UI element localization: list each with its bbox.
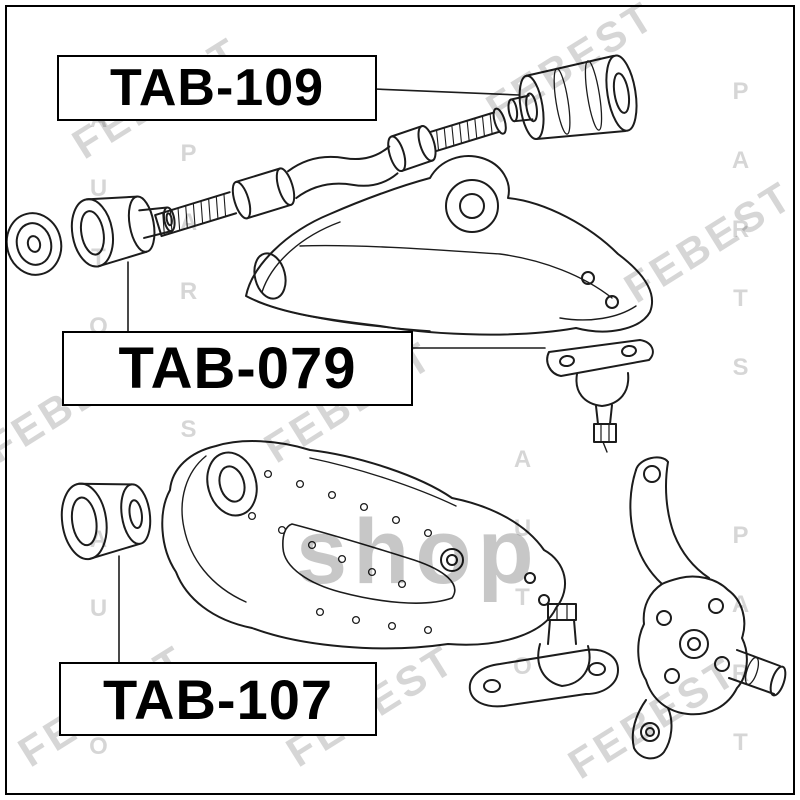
steering-knuckle-drawing	[629, 456, 787, 760]
upper-control-arm-drawing	[245, 155, 653, 336]
lower-arm-bushing-drawing	[60, 482, 152, 561]
camber-bolt-assembly-drawing	[154, 107, 507, 238]
part-label-tab-107: TAB-107	[59, 662, 377, 736]
part-label-tab-109: TAB-109	[57, 55, 377, 121]
part-number-tab-107: TAB-107	[102, 667, 333, 731]
rivet-holes	[247, 469, 433, 635]
washer-cap-drawing	[5, 212, 63, 276]
lower-control-arm-drawing	[161, 440, 566, 650]
arm-bushing-small-drawing	[70, 195, 176, 268]
leader-lines	[118, 88, 546, 665]
part-number-tab-109: TAB-109	[109, 59, 325, 117]
part-number-tab-079: TAB-079	[118, 336, 357, 401]
upper-arm-bushing-large-drawing	[507, 54, 638, 141]
part-label-tab-079: TAB-079	[62, 331, 413, 406]
lower-ball-joint-drawing	[468, 603, 619, 708]
upper-ball-joint-drawing	[546, 339, 654, 453]
